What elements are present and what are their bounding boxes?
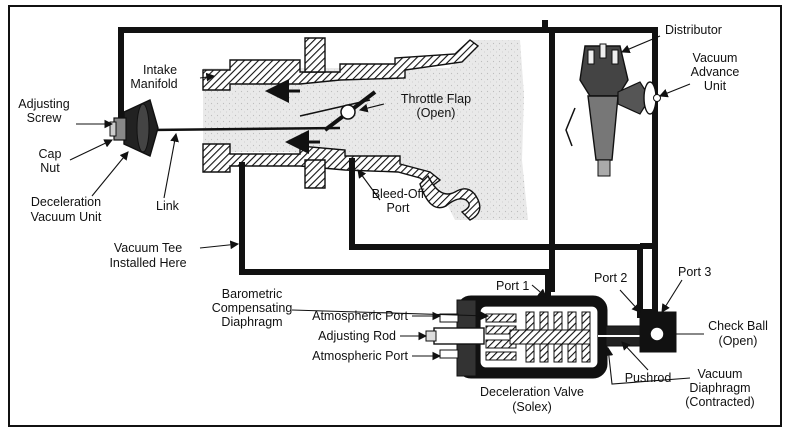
intake-manifold [202,37,481,221]
label-intake-1: Intake [143,63,177,77]
label-adjusting-screw-1: Adjusting [18,97,69,111]
label-decel-valve-1: Deceleration Valve [480,385,584,399]
label-decel-unit-1: Deceleration [31,195,101,209]
label-vac-diaphragm-2: Diaphragm [689,381,750,395]
label-adjusting-rod: Adjusting Rod [318,329,396,343]
throttle-flap [299,90,377,132]
label-vacuum-tee-1: Vacuum Tee [114,241,182,255]
deceleration-vacuum-unit [109,99,159,157]
diagram-frame [8,5,782,427]
leader-lines [69,35,704,385]
label-atmospheric-port-top: Atmospheric Port [312,309,408,323]
label-bleed-off-1: Bleed-Off [372,187,425,201]
label-vacuum-advance-1: Vacuum [693,51,738,65]
label-port-3: Port 3 [678,265,711,279]
label-port-1: Port 1 [496,279,529,293]
label-throttle-1: Throttle Flap [401,92,471,106]
labels: Distributor Vacuum Advance Unit Intake M… [18,23,768,414]
label-adjusting-screw-2: Screw [27,111,63,125]
label-vacuum-advance-2: Advance [691,65,740,79]
label-decel-valve-2: (Solex) [512,400,552,414]
flow-arrows [265,79,320,154]
link-rod [149,126,341,132]
label-port-2: Port 2 [594,271,627,285]
label-pushrod: Pushrod [625,371,672,385]
distributor [565,43,661,177]
label-intake-2: Manifold [130,77,177,91]
label-barometric-3: Diaphragm [221,315,282,329]
label-vacuum-advance-3: Unit [704,79,727,93]
label-vac-diaphragm-3: (Contracted) [685,395,754,409]
label-barometric-1: Barometric [222,287,282,301]
label-barometric-2: Compensating [212,301,293,315]
label-bleed-off-2: Port [387,201,410,215]
label-vac-diaphragm-1: Vacuum [698,367,743,381]
label-check-ball-2: (Open) [719,334,758,348]
label-distributor: Distributor [665,23,722,37]
label-cap-nut-2: Nut [40,161,60,175]
label-vacuum-tee-2: Installed Here [109,256,186,270]
label-link: Link [156,199,180,213]
label-throttle-2: (Open) [417,106,456,120]
deceleration-valve [425,295,677,379]
label-cap-nut-1: Cap [39,147,62,161]
label-decel-unit-2: Vacuum Unit [31,210,102,224]
label-check-ball-1: Check Ball [708,319,768,333]
label-atmospheric-port-bottom: Atmospheric Port [312,349,408,363]
